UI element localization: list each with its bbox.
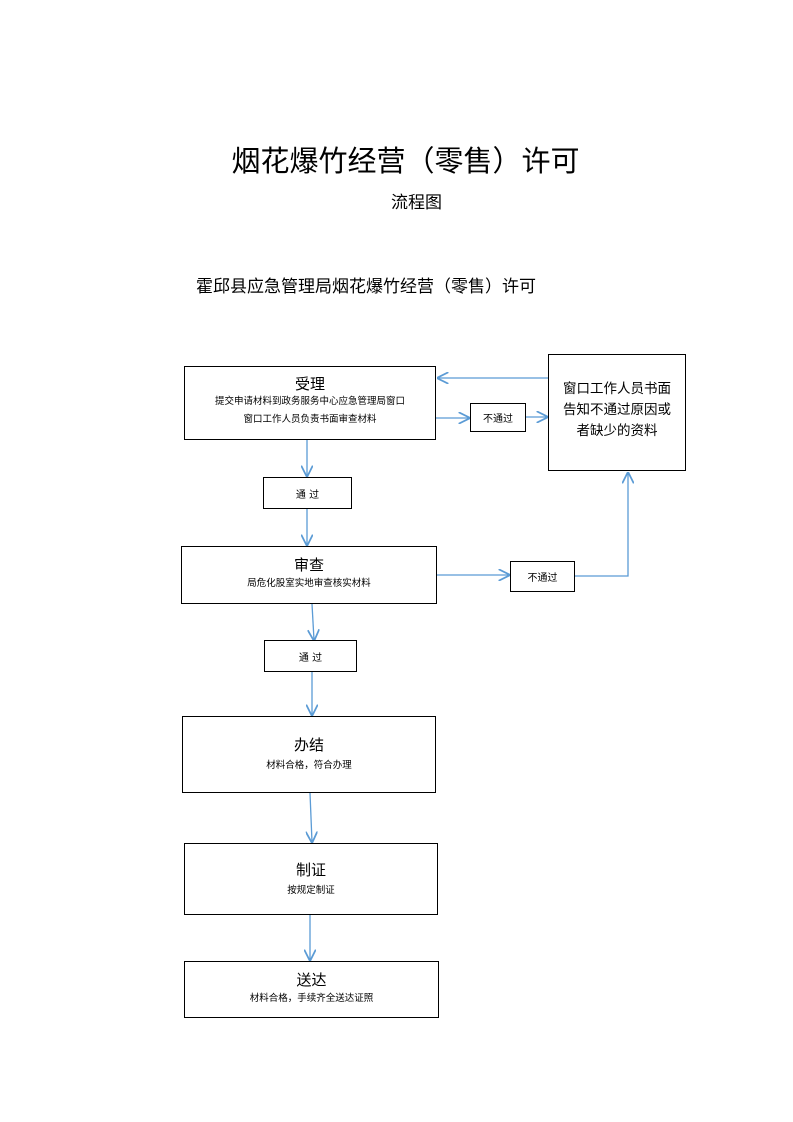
arrow-reject2-to-notice <box>575 473 628 577</box>
reject-label: 不通过 <box>483 414 513 425</box>
step-conclude-title: 办结 <box>293 736 324 754</box>
arrow-review-to-pass2 <box>312 603 314 640</box>
organization-heading: 霍邱县应急管理局烟花爆竹经营（零售）许可 <box>196 277 536 297</box>
step-accept: 受理 提交申请材料到政务服务中心应急管理局窗口 窗口工作人员负责书面审查材料 <box>184 366 436 440</box>
step-accept-line: 窗口工作人员负责书面审查材料 <box>243 414 377 425</box>
pass-box-2: 通 过 <box>264 640 357 672</box>
reject-box-1: 不通过 <box>470 403 526 432</box>
step-review-line: 局危化股室实地审查核实材料 <box>247 578 371 589</box>
step-review-title: 审查 <box>293 556 324 574</box>
rejection-notice-box: 窗口工作人员书面 告知不通过原因或 者缺少的资料 <box>548 354 686 471</box>
pass-box-1: 通 过 <box>263 477 352 509</box>
step-certify-title: 制证 <box>295 861 326 879</box>
step-accept-line: 提交申请材料到政务服务中心应急管理局窗口 <box>214 396 405 407</box>
step-conclude-line: 材料合格，符合办理 <box>266 760 352 771</box>
arrow-conclude-to-certify <box>310 792 312 842</box>
step-certify: 制证 按规定制证 <box>184 843 438 915</box>
step-deliver-title: 送达 <box>296 971 327 989</box>
step-review: 审查 局危化股室实地审查核实材料 <box>181 546 437 604</box>
notice-line: 告知不通过原因或 <box>563 402 671 418</box>
notice-line: 者缺少的资料 <box>576 423 658 439</box>
document-subtitle: 流程图 <box>391 193 442 213</box>
reject-box-2: 不通过 <box>510 561 575 592</box>
notice-line: 窗口工作人员书面 <box>563 381 671 397</box>
step-conclude: 办结 材料合格，符合办理 <box>182 716 436 793</box>
document-title: 烟花爆竹经营（零售）许可 <box>231 144 580 178</box>
pass-label: 通 过 <box>295 489 320 501</box>
reject-label: 不通过 <box>527 573 558 584</box>
step-certify-line: 按规定制证 <box>287 885 335 896</box>
step-deliver-line: 材料合格，手续齐全送达证照 <box>249 993 374 1004</box>
step-deliver: 送达 材料合格，手续齐全送达证照 <box>184 961 439 1018</box>
step-accept-title: 受理 <box>294 375 325 393</box>
pass-label: 通 过 <box>298 652 323 664</box>
